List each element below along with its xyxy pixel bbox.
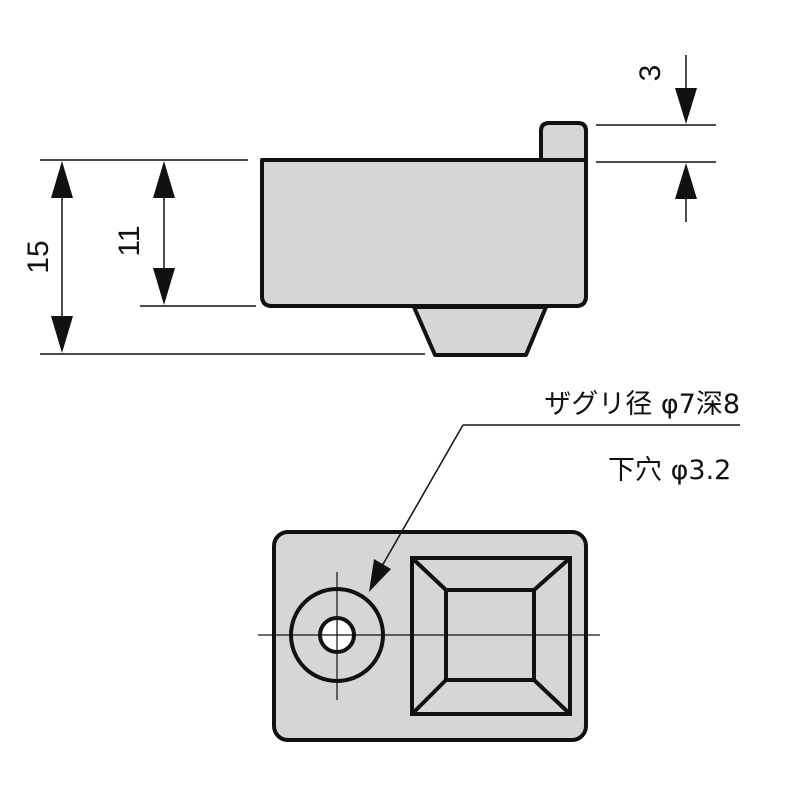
top-view bbox=[258, 530, 600, 742]
side-view-tab bbox=[539, 121, 588, 162]
dimension-overall-height: 15 bbox=[22, 161, 73, 353]
dimension-label-body-height: 11 bbox=[113, 225, 146, 256]
pilot-hole-note: 下穴 φ3.2 bbox=[608, 455, 731, 486]
side-view-body bbox=[260, 158, 588, 308]
side-view bbox=[260, 121, 588, 357]
dimension-body-height: 11 bbox=[113, 161, 175, 305]
counterbore-note: ザグリ径 φ7深8 bbox=[544, 389, 740, 420]
top-view-body bbox=[272, 530, 588, 742]
dimension-label-overall-height: 15 bbox=[22, 240, 55, 273]
extension-lines bbox=[40, 124, 716, 355]
callout-leader bbox=[369, 424, 740, 592]
dimension-label-tab-height: 3 bbox=[634, 65, 667, 82]
center-lines bbox=[258, 572, 600, 700]
dimension-tab-height: 3 bbox=[634, 55, 697, 222]
side-view-boss bbox=[412, 305, 548, 357]
